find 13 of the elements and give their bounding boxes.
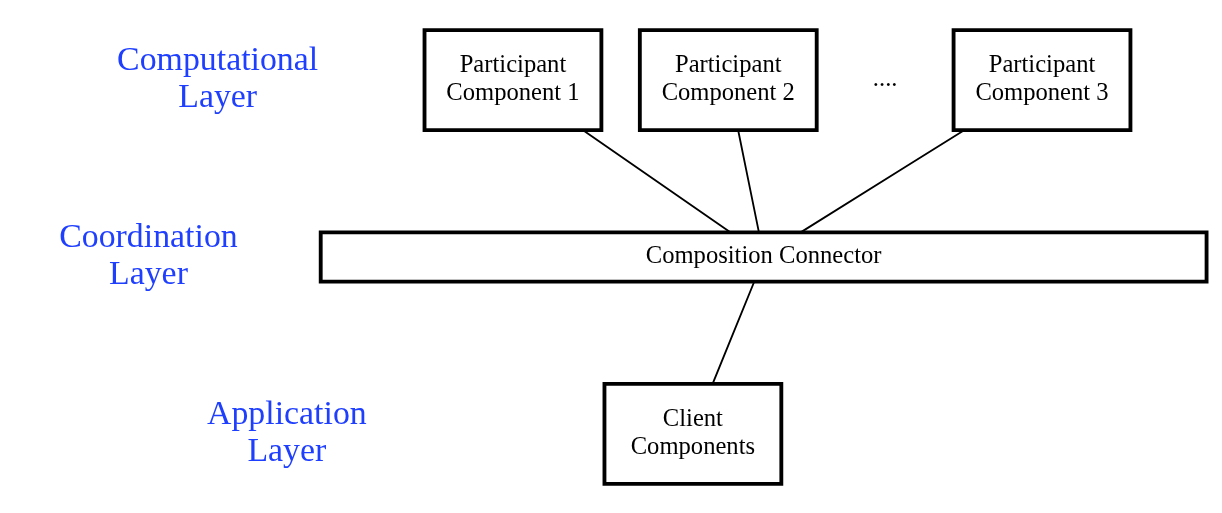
label: Application Layer	[207, 393, 367, 468]
label: Coordination Layer	[59, 216, 238, 291]
connector	[582, 129, 732, 233]
connector	[711, 280, 756, 385]
node-box: Participant Component 3	[951, 27, 1133, 132]
connector	[737, 129, 760, 233]
node-box: Client Components	[602, 381, 784, 486]
connector	[799, 129, 965, 233]
node-box: Participant Component 1	[422, 27, 604, 132]
label: ....	[872, 63, 898, 91]
label: Computational Layer	[117, 39, 319, 114]
node-box: Participant Component 2	[637, 27, 819, 132]
node-box: Composition Connector	[318, 229, 1209, 284]
